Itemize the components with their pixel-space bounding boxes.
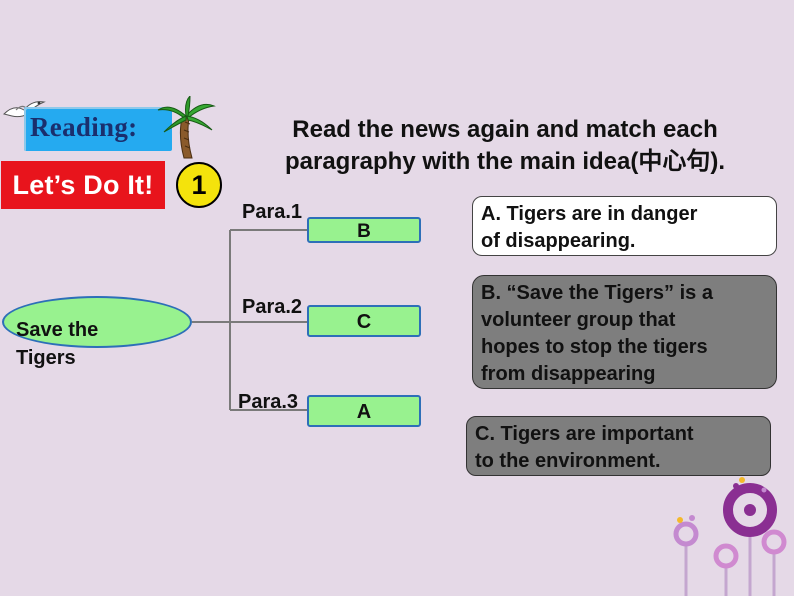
para-2-answer-box[interactable]: C	[307, 305, 421, 337]
main-idea-c-line-2: to the environment.	[475, 450, 661, 472]
instruction-line-1: Read the news again and match each	[292, 116, 718, 143]
main-idea-b-line-2: volunteer group that	[481, 309, 676, 331]
main-idea-a[interactable]: A. Tigers are in danger of disappearing.	[472, 196, 777, 256]
step-number-badge: 1	[176, 162, 222, 208]
para-1-label: Para.1	[242, 201, 303, 223]
main-idea-b[interactable]: B. “Save the Tigers” is a volunteer grou…	[472, 275, 777, 389]
main-idea-b-line-3: hopes to stop the tigers	[481, 336, 708, 358]
main-idea-c[interactable]: C. Tigers are important to the environme…	[466, 416, 771, 476]
main-idea-b-line-1: B. “Save the Tigers” is a	[481, 282, 713, 304]
para-1-answer-box[interactable]: B	[307, 217, 421, 243]
reading-badge	[24, 107, 172, 151]
topic-line-1: Save the	[16, 319, 99, 341]
flower-decoration-icon	[673, 477, 787, 596]
instruction-line-2: paragraphy with the main idea(中心句).	[284, 148, 726, 175]
lets-do-it-badge: Let’s Do It!	[1, 161, 165, 209]
topic-oval	[2, 296, 192, 348]
reading-label: Reading:	[30, 112, 138, 142]
topic-line-2: Tigers	[16, 347, 76, 369]
main-idea-a-line-1: A. Tigers are in danger	[481, 203, 698, 225]
main-idea-b-line-4: from disappearing	[481, 363, 656, 385]
main-idea-c-line-1: C. Tigers are important	[475, 423, 694, 445]
main-idea-a-line-2: of disappearing.	[481, 230, 636, 252]
para-3-label: Para.3	[238, 391, 299, 413]
para-2-label: Para.2	[242, 296, 303, 318]
instruction-title: Read the news again and match each parag…	[240, 114, 770, 178]
topic-label: Save the Tigers	[16, 316, 136, 372]
palm-tree-icon	[157, 96, 216, 159]
para-3-answer-box[interactable]: A	[307, 395, 421, 427]
